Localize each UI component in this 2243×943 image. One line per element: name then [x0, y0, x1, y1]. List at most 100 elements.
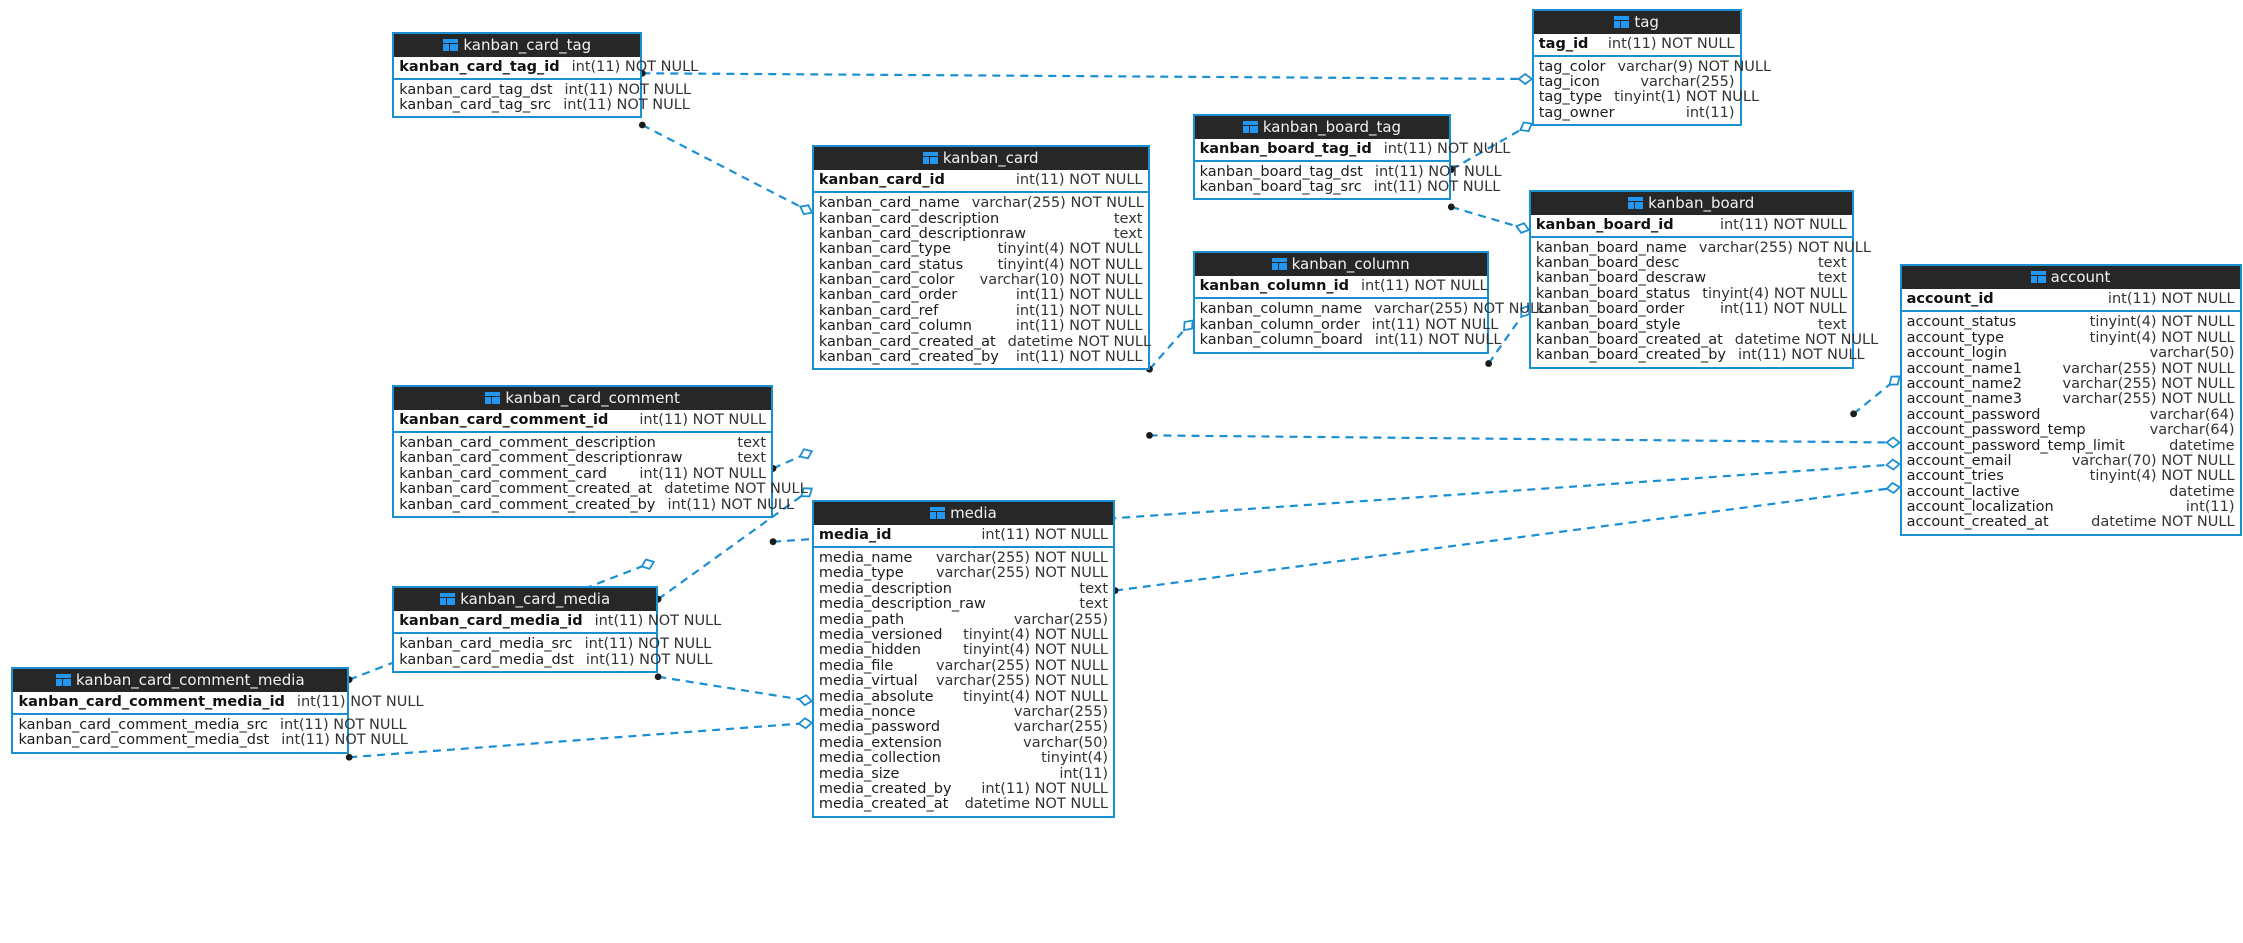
table-icon — [485, 392, 501, 405]
table-icon — [1242, 120, 1258, 133]
relationship-target-diamond — [1885, 458, 1902, 471]
field-type: tinyint(4) NOT NULL — [963, 642, 1109, 659]
field-name: media_description — [818, 580, 952, 597]
relationship-kanban_card_comment-to-kanban_card — [769, 448, 814, 472]
field-type: text — [1079, 596, 1109, 613]
table-icon — [1271, 258, 1287, 271]
